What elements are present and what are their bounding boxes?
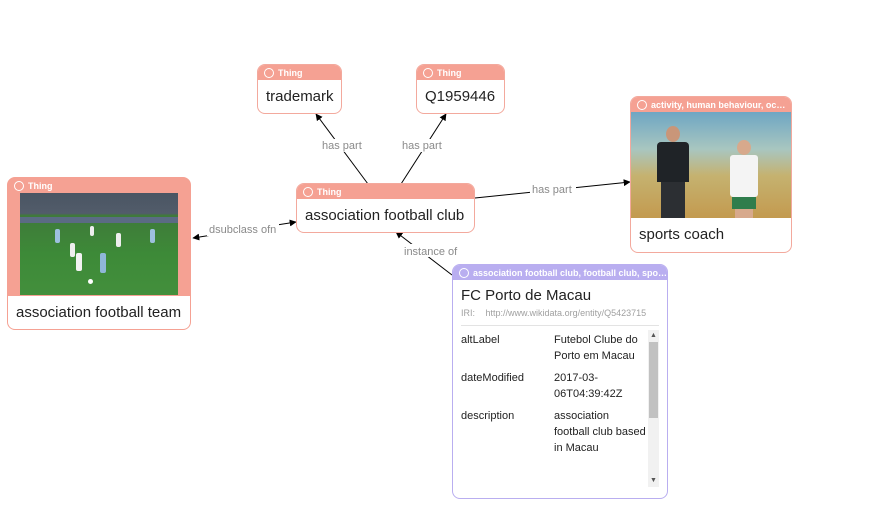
- node-label: trademark: [266, 88, 334, 105]
- node-type-header: Thing: [8, 178, 190, 193]
- node-label: association football team: [8, 296, 190, 329]
- circle-icon: [423, 67, 433, 78]
- property-key: dateModified: [461, 372, 524, 384]
- node-type-label: association football club, football club…: [473, 267, 667, 278]
- edge-label-has-part-sports-coach: has part: [532, 184, 572, 196]
- circle-icon: [637, 99, 647, 110]
- scroll-thumb[interactable]: [649, 342, 658, 418]
- node-q1959446[interactable]: Thing Q1959446: [416, 64, 505, 114]
- node-type-label: Thing: [278, 67, 303, 78]
- node-type-label: activity, human behaviour, oc…: [651, 99, 786, 110]
- circle-icon: [14, 180, 24, 191]
- association-football-team-photo: [20, 193, 178, 295]
- property-row: dateModified 2017-03-06T04:39:42Z: [453, 370, 667, 402]
- iri-line: IRI: http://www.wikidata.org/entity/Q542…: [453, 308, 667, 318]
- coach-figure: [653, 126, 693, 218]
- node-type-header: association football club, football club…: [453, 265, 667, 280]
- node-sports-coach[interactable]: activity, human behaviour, oc… sports co…: [630, 96, 792, 253]
- node-type-label: Thing: [437, 67, 462, 78]
- circle-icon: [459, 267, 469, 278]
- node-association-football-club[interactable]: Thing association football club: [296, 183, 475, 233]
- iri-link[interactable]: http://www.wikidata.org/entity/Q5423715: [485, 308, 647, 318]
- node-label: sports coach: [639, 226, 725, 243]
- node-type-label: Thing: [28, 180, 53, 191]
- node-type-header: Thing: [417, 65, 504, 80]
- scroll-up-icon[interactable]: ▲: [650, 332, 657, 339]
- node-trademark[interactable]: Thing trademark: [257, 64, 342, 114]
- property-key: altLabel: [461, 334, 500, 346]
- property-value: association football club based in Macau: [554, 410, 646, 454]
- node-fc-porto-de-macau[interactable]: association football club, football club…: [452, 264, 668, 499]
- circle-icon: [264, 67, 274, 78]
- edge-label-subclass-of: dsubclass ofn: [209, 224, 276, 236]
- edge-label-instance-of: instance of: [404, 246, 458, 258]
- property-value: Futebol Clube do Porto em Macau: [554, 334, 638, 362]
- node-association-football-team[interactable]: Thing association football team: [7, 177, 191, 330]
- node-label: Q1959446: [425, 88, 496, 105]
- node-type-header: activity, human behaviour, oc…: [631, 97, 791, 112]
- node-type-label: Thing: [317, 186, 342, 197]
- node-type-header: Thing: [258, 65, 341, 80]
- property-row: altLabel Futebol Clube do Porto em Macau: [453, 332, 667, 364]
- property-key: description: [461, 410, 515, 422]
- iri-label: IRI:: [461, 308, 476, 318]
- node-label: association football club: [305, 207, 465, 224]
- sports-coach-photo: [631, 112, 791, 218]
- edge-label-has-part-trademark: has part: [322, 140, 362, 152]
- scroll-down-icon[interactable]: ▼: [650, 477, 657, 484]
- node-title: FC Porto de Macau: [461, 287, 592, 304]
- edge-label-has-part-q1959446: has part: [402, 140, 442, 152]
- circle-icon: [303, 186, 313, 197]
- properties-list[interactable]: altLabel Futebol Clube do Porto em Macau…: [453, 332, 667, 456]
- property-value: 2017-03-06T04:39:42Z: [554, 372, 623, 400]
- node-type-header: Thing: [297, 184, 474, 199]
- divider: [461, 325, 659, 326]
- property-row: description association football club ba…: [453, 408, 667, 456]
- properties-scrollbar[interactable]: ▲ ▼: [648, 330, 659, 487]
- player-figure: [726, 140, 762, 218]
